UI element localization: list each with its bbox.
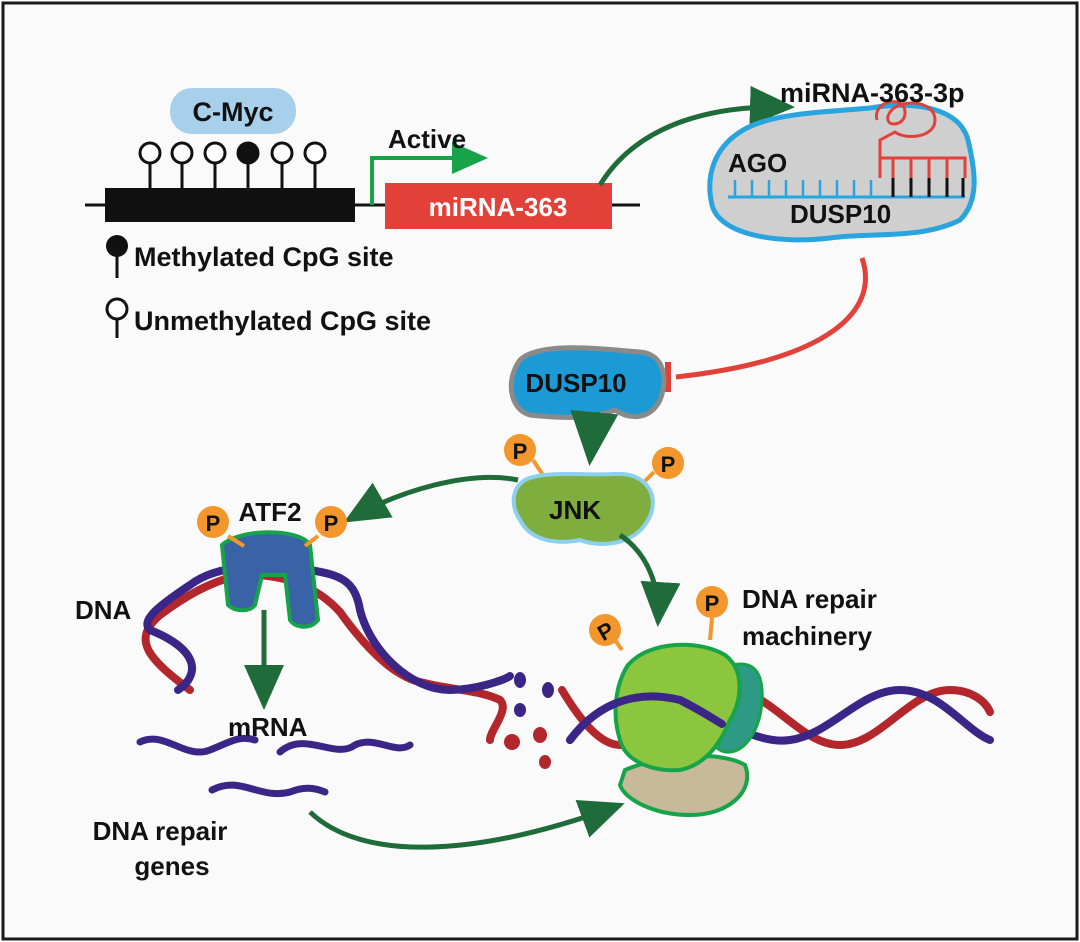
methylated-cpg-icon [236, 141, 260, 165]
dna-repair-genes-label-line2: genes [134, 851, 209, 881]
ago-protein [707, 102, 977, 243]
legend-unmethylated-icon [105, 297, 129, 321]
ago-label: AGO [728, 148, 787, 178]
arrow-dusp10-to-jnk [570, 410, 619, 466]
phospho-label: P [324, 511, 339, 536]
unmethylated-cpg-icon [303, 141, 327, 165]
dusp10-protein-label: DUSP10 [525, 368, 626, 398]
arrow-genes-to-machinery [308, 799, 625, 850]
machinery-main-subunit [613, 642, 742, 773]
legend-methylated-icon [106, 235, 128, 257]
dna-label: DNA [75, 595, 132, 625]
dna-repair-machinery-label: DNA repair [742, 584, 877, 614]
phospho-label: P [206, 511, 221, 536]
dna-strand-red [141, 570, 507, 744]
phospho-label: P [705, 591, 720, 616]
active-label: Active [388, 124, 466, 154]
machinery-phospho-right [696, 586, 728, 618]
legend-unmethylated-label: Unmethylated CpG site [134, 306, 431, 336]
cmyc-bubble [170, 88, 296, 134]
atf2-label: ATF2 [238, 497, 301, 527]
legend-methylated-label: Methylated CpG site [134, 242, 394, 272]
promoter-box [105, 188, 355, 222]
jnk-label: JNK [549, 495, 601, 525]
dna-break-fragments [504, 672, 554, 769]
phospho-label: P [513, 439, 528, 464]
cpg-sites [138, 141, 327, 188]
promoter-region: C-Myc Active miRNA-363 [85, 88, 640, 229]
arrow-jnk-to-atf2 [343, 474, 519, 523]
unmethylated-cpg-icon [203, 141, 227, 165]
legend: Methylated CpG site Unmethylated CpG sit… [105, 235, 431, 338]
jnk-phospho-right [652, 447, 684, 479]
machinery-phospho-left [589, 614, 621, 646]
mrna-transcripts [136, 734, 414, 797]
mirna363-gene-box [385, 183, 612, 229]
jnk-phospho-left [504, 434, 536, 466]
unmethylated-cpg-icon [170, 141, 194, 165]
mirna363-label: miRNA-363 [429, 192, 568, 222]
unmethylated-cpg-icon [270, 141, 294, 165]
cmyc-label: C-Myc [192, 97, 273, 127]
mirna363-3p-label: miRNA-363-3p [780, 78, 965, 108]
ago-complex: miRNA-363-3p AGO DUSP10 [707, 78, 977, 243]
dna-repair-genes-label: DNA repair [93, 816, 228, 846]
inhibition-arrow [675, 257, 868, 380]
arrow-mirna-to-ago [597, 85, 795, 187]
dna-repair-machinery-label-line2: machinery [742, 621, 873, 651]
unmethylated-cpg-icon [138, 141, 162, 165]
arrow-jnk-to-machinery [618, 532, 681, 627]
transcription-start-arrow [370, 142, 488, 205]
mrna-label: mRNA [228, 712, 308, 742]
mirna-strand [875, 100, 967, 178]
atf2-phospho-right [315, 506, 347, 538]
dusp10-protein: DUSP10 [508, 345, 667, 420]
atf2-protein: P P ATF2 [197, 497, 347, 629]
dusp10-target-label: DUSP10 [790, 199, 891, 229]
phospho-label: P [661, 452, 676, 477]
dna-right-strand-red [558, 685, 994, 750]
dna-repair-machinery: P P [566, 586, 764, 818]
atf2-phospho-left [197, 506, 229, 538]
